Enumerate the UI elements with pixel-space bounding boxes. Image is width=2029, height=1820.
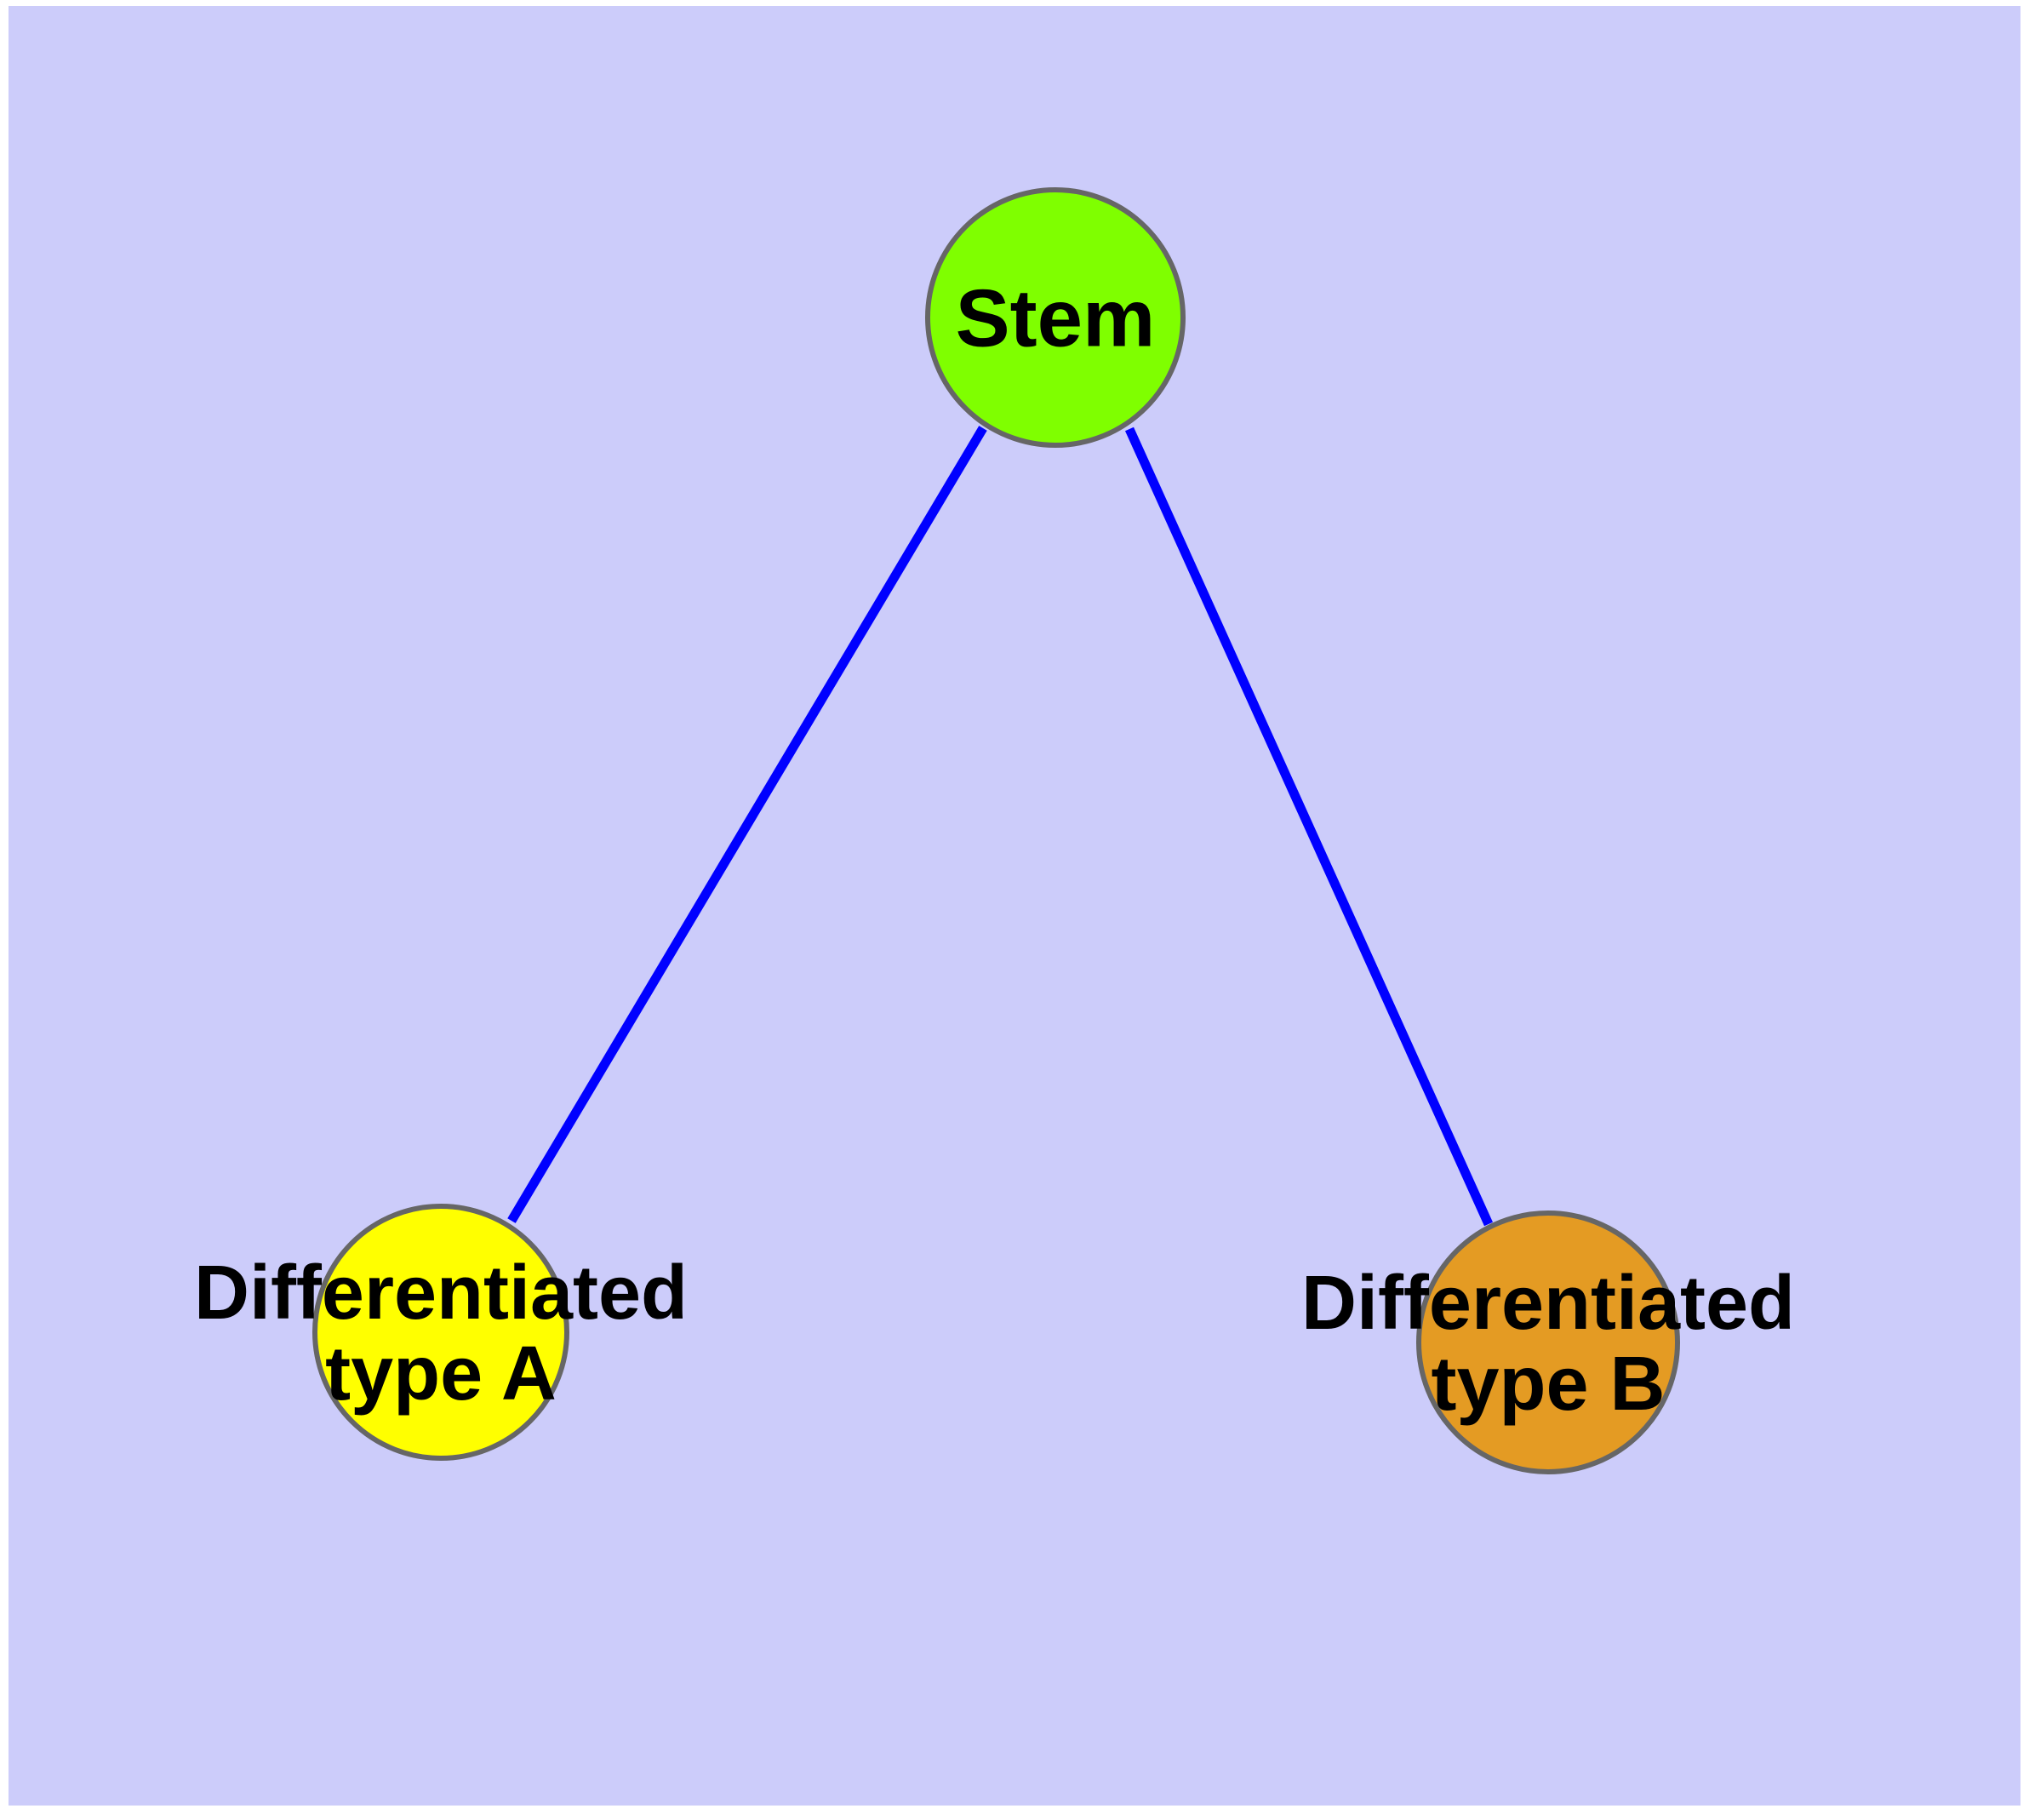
label-line: type B (1431, 1342, 1665, 1427)
edge-stem-to-differentiated-type-b[interactable] (1124, 426, 1494, 1227)
edges-layer (507, 426, 1494, 1227)
node-differentiated-type-b[interactable] (1416, 1210, 1680, 1474)
nodes-layer (312, 187, 1680, 1474)
label-line: Stem (956, 273, 1156, 364)
edge-stem-to-differentiated-type-a[interactable] (507, 426, 987, 1223)
label-line: Differentiated (194, 1251, 688, 1336)
node-differentiated-type-a[interactable] (312, 1204, 569, 1461)
node-differentiated-type-b-circle[interactable] (1416, 1210, 1680, 1474)
node-differentiated-type-a-circle[interactable] (312, 1204, 569, 1461)
label-line: type A (325, 1331, 557, 1417)
node-stem-label: Stem (956, 273, 1156, 364)
label-line: Differentiated (1301, 1261, 1795, 1346)
node-stem[interactable] (925, 187, 1186, 448)
node-stem-circle[interactable] (925, 187, 1186, 448)
